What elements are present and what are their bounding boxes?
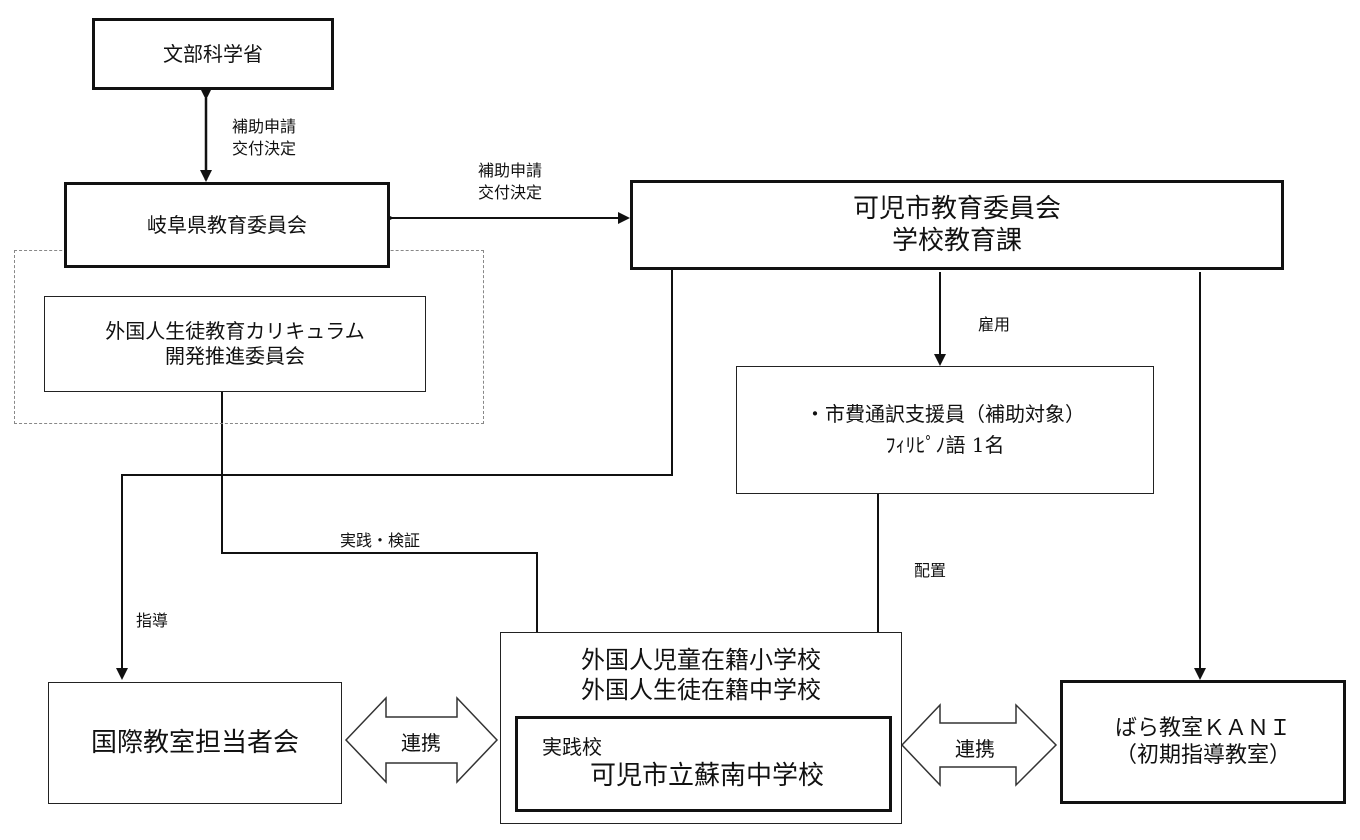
schools-group-line1: 外国人児童在籍小学校 bbox=[581, 646, 821, 674]
international-class-meeting-box: 国際教室担当者会 bbox=[48, 682, 342, 804]
curriculum-committee-box: 外国人生徒教育カリキュラム 開発推進委員会 bbox=[44, 296, 426, 392]
curriculum-line1: 外国人生徒教育カリキュラム bbox=[105, 319, 365, 343]
gifu-kani-line2: 交付決定 bbox=[478, 182, 543, 202]
international-class-meeting-label: 国際教室担当者会 bbox=[90, 727, 299, 758]
bara-class-box: ばら教室ＫＡＮＩ （初期指導教室） bbox=[1060, 680, 1346, 804]
interpreter-line1: ・市費通訳支援員（補助対象） bbox=[805, 402, 1085, 426]
employ-label: 雇用 bbox=[978, 315, 1011, 334]
gifu-kani-edge-label: 補助申請 交付決定 bbox=[478, 160, 542, 203]
practice-school-name: 可児市立蘇南中学校 bbox=[590, 761, 825, 792]
gifu-board-box: 岐阜県教育委員会 bbox=[64, 182, 390, 268]
mext-box: 文部科学省 bbox=[92, 18, 334, 90]
interpreter-line2: ﾌｨﾘﾋﾟﾉ語 1名 bbox=[885, 433, 1005, 457]
schools-group-line2: 外国人生徒在籍中学校 bbox=[581, 676, 821, 704]
practice-school-tag: 実践校 bbox=[542, 735, 602, 760]
guidance-arrow bbox=[116, 270, 673, 680]
placement-label: 配置 bbox=[914, 561, 947, 580]
mext-label: 文部科学省 bbox=[163, 41, 263, 66]
bara-class-line2: （初期指導教室） bbox=[1114, 743, 1291, 768]
kani-board-box: 可児市教育委員会 学校教育課 bbox=[630, 180, 1284, 270]
cooperation-right-label: 連携 bbox=[955, 737, 995, 761]
cooperation-right-arrow bbox=[900, 703, 1058, 787]
mext-gifu-edge-label: 補助申請 交付決定 bbox=[232, 116, 296, 159]
interpreter-box: ・市費通訳支援員（補助対象） ﾌｨﾘﾋﾟﾉ語 1名 bbox=[736, 366, 1154, 494]
guidance-label: 指導 bbox=[136, 611, 169, 630]
mext-gifu-line1: 補助申請 bbox=[232, 117, 297, 136]
kani-board-line1: 可児市教育委員会 bbox=[852, 193, 1061, 224]
cooperation-left-arrow bbox=[344, 696, 499, 784]
gifu-kani-line1: 補助申請 bbox=[478, 161, 543, 180]
practice-verify-arrow bbox=[221, 392, 543, 720]
cooperation-left-label: 連携 bbox=[401, 731, 441, 755]
gifu-board-label: 岐阜県教育委員会 bbox=[147, 212, 307, 237]
kani-board-line2: 学校教育課 bbox=[891, 226, 1022, 256]
curriculum-line2: 開発推進委員会 bbox=[165, 344, 305, 368]
mext-gifu-line2: 交付決定 bbox=[232, 138, 297, 158]
practice-verify-label: 実践・検証 bbox=[340, 531, 421, 550]
bara-class-line1: ばら教室ＫＡＮＩ bbox=[1114, 715, 1291, 741]
practice-school-box: 実践校 可児市立蘇南中学校 bbox=[515, 716, 892, 812]
